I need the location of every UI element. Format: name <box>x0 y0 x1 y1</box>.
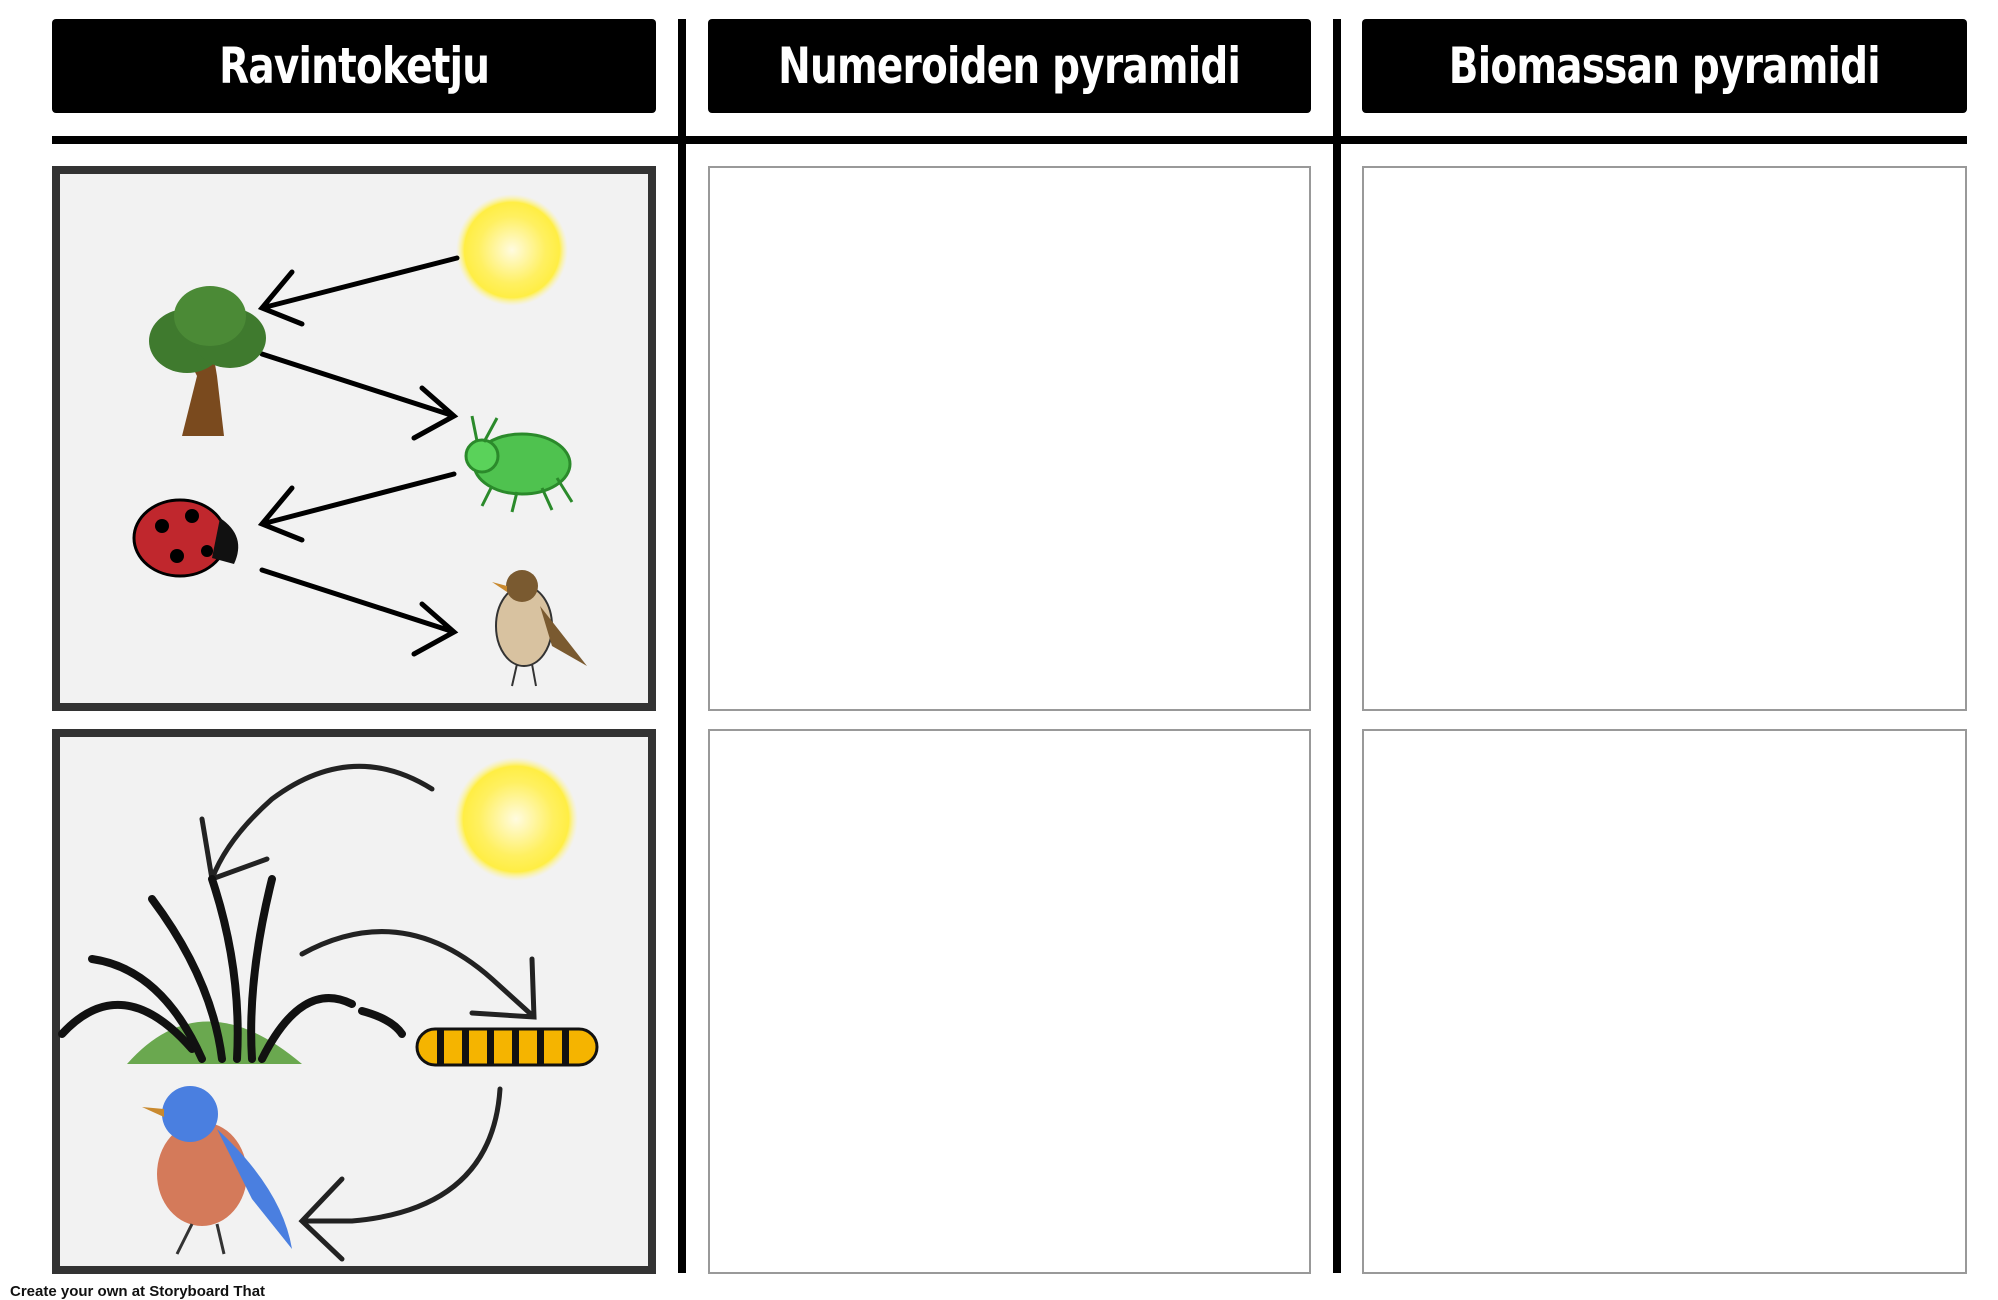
ladybug-icon <box>132 498 239 578</box>
number-pyramid-cell-1[interactable] <box>708 166 1311 711</box>
bluebird-icon <box>142 1086 292 1255</box>
biomass-pyramid-cell-1[interactable] <box>1362 166 1967 711</box>
footer-link[interactable]: Create your own at Storyboard That <box>10 1283 266 1300</box>
tree-icon <box>149 286 266 436</box>
sun-icon <box>456 194 568 306</box>
header-biomass-pyramid: Biomassan pyramidi <box>1362 19 1967 113</box>
caterpillar-icon <box>415 1027 599 1067</box>
header-food-chain: Ravintoketju <box>52 19 656 113</box>
arrows <box>257 255 460 657</box>
header-label: Biomassan pyramidi <box>1448 37 1881 95</box>
biomass-pyramid-cell-2[interactable] <box>1362 729 1967 1274</box>
header-label: Numeroiden pyramidi <box>778 37 1242 95</box>
arrows <box>199 763 537 1262</box>
food-chain-panel-1[interactable] <box>52 166 656 711</box>
food-chain-illustration-1 <box>132 194 587 687</box>
header-label: Ravintoketju <box>218 37 490 95</box>
header-number-pyramid: Numeroiden pyramidi <box>708 19 1311 113</box>
grass-icon <box>58 875 406 1064</box>
aphid-icon <box>464 415 574 513</box>
bird-icon <box>492 570 587 687</box>
horizontal-divider <box>52 136 1967 144</box>
vertical-divider <box>1333 19 1341 1273</box>
sun-icon <box>454 757 578 881</box>
vertical-divider <box>678 19 686 1273</box>
number-pyramid-cell-2[interactable] <box>708 729 1311 1274</box>
food-chain-illustration-2 <box>58 757 599 1262</box>
food-chain-panel-2[interactable] <box>52 729 656 1274</box>
